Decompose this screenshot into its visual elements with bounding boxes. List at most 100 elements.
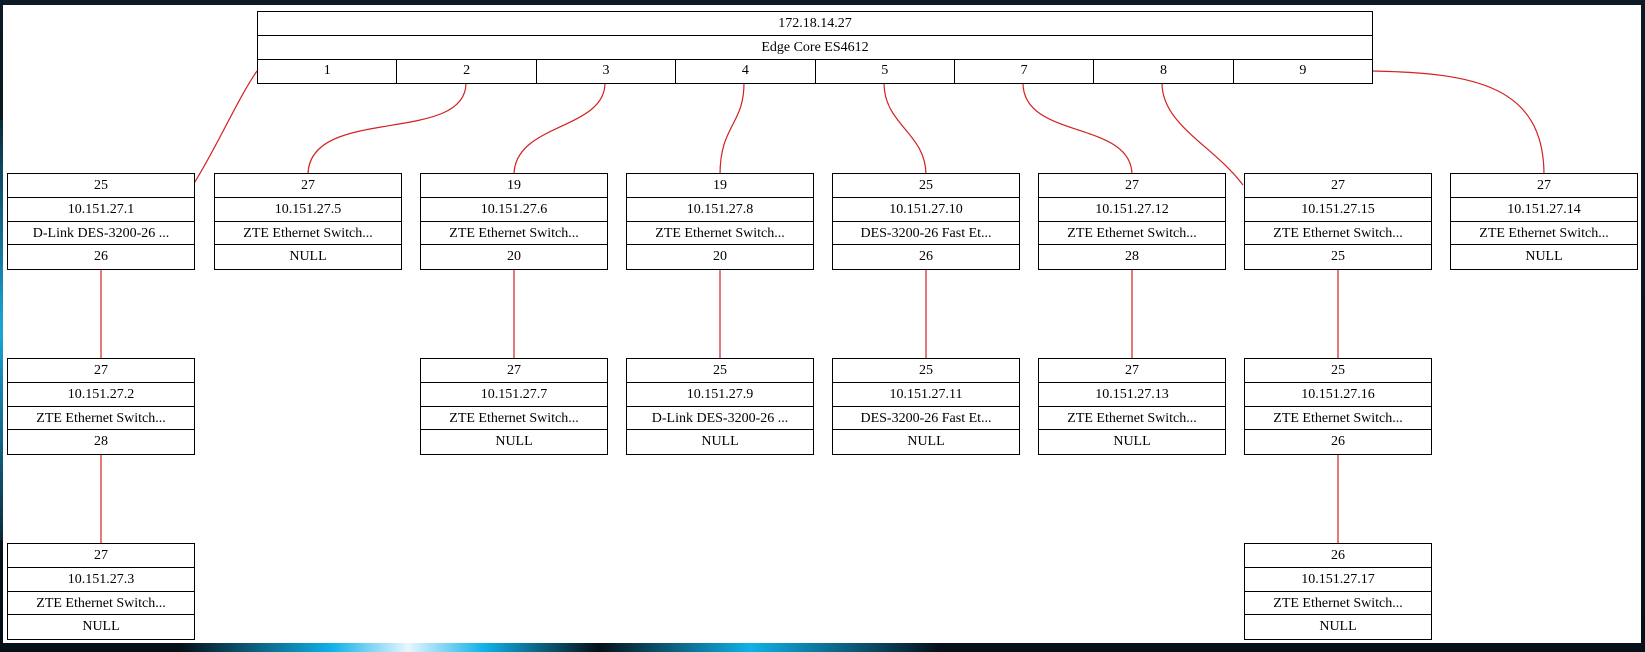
node-out-port: NULL [82,619,120,635]
link-port2-to-10.151.27.5 [307,82,467,176]
root-port-7[interactable]: 7 [955,60,1095,83]
node-ip: 10.151.27.9 [627,383,813,407]
node-in-port: 27 [215,174,401,198]
switch-node[interactable]: 19 10.151.27.8 ZTE Ethernet Switch... 20 [626,173,814,270]
node-model: D-Link DES-3200-26 ... [627,407,813,431]
link-port3-to-10.151.27.6 [513,82,606,176]
node-model: ZTE Ethernet Switch... [421,407,607,431]
link-port5-to-10.151.27.10 [883,82,927,176]
switch-node[interactable]: 27 10.151.27.15 ZTE Ethernet Switch... 2… [1244,173,1432,270]
node-ip: 10.151.27.6 [421,198,607,222]
root-port-1[interactable]: 1 [258,60,398,83]
root-port-4[interactable]: 4 [676,60,816,83]
node-in-port: 27 [8,359,194,383]
node-out-port: NULL [1319,619,1357,635]
switch-node[interactable]: 25 10.151.27.11 DES-3200-26 Fast Et... N… [832,358,1020,455]
node-in-port: 27 [1451,174,1637,198]
switch-node[interactable]: 19 10.151.27.6 ZTE Ethernet Switch... 20 [420,173,608,270]
link-port8-to-10.151.27.15 [1161,82,1244,186]
node-out-port: 26 [94,249,108,265]
node-out-port: 26 [1331,434,1345,450]
node-in-port: 27 [421,359,607,383]
node-out-port: NULL [1113,434,1151,450]
switch-node[interactable]: 25 10.151.27.9 D-Link DES-3200-26 ... NU… [626,358,814,455]
link-port4-to-10.151.27.8 [719,82,745,176]
node-model: D-Link DES-3200-26 ... [8,222,194,246]
node-out-port: NULL [289,249,327,265]
root-port-3[interactable]: 3 [537,60,677,83]
switch-node[interactable]: 25 10.151.27.10 DES-3200-26 Fast Et... 2… [832,173,1020,270]
root-port-9[interactable]: 9 [1299,63,1307,78]
node-ip: 10.151.27.10 [833,198,1019,222]
node-in-port: 19 [421,174,607,198]
node-model: DES-3200-26 Fast Et... [833,222,1019,246]
node-ip: 10.151.27.5 [215,198,401,222]
node-out-port: 20 [713,249,727,265]
node-ip: 10.151.27.12 [1039,198,1225,222]
node-ip: 10.151.27.1 [8,198,194,222]
node-model: ZTE Ethernet Switch... [627,222,813,246]
node-ip: 10.151.27.16 [1245,383,1431,407]
node-model: ZTE Ethernet Switch... [1039,407,1225,431]
node-in-port: 25 [627,359,813,383]
root-port-8[interactable]: 8 [1094,60,1234,83]
root-port-row: 1 2 3 4 5 7 8 9 [258,60,1372,83]
node-in-port: 26 [1245,544,1431,568]
link-port9-to-10.151.27.14 [1372,70,1545,176]
node-model: ZTE Ethernet Switch... [8,592,194,616]
node-out-port: NULL [495,434,533,450]
node-in-port: 25 [8,174,194,198]
root-ip: 172.18.14.27 [258,12,1372,36]
node-out-port: NULL [1525,249,1563,265]
node-out-port: 25 [1331,249,1345,265]
node-out-port: NULL [907,434,945,450]
root-switch[interactable]: 172.18.14.27 Edge Core ES4612 1 2 3 4 5 … [257,11,1373,84]
node-model: ZTE Ethernet Switch... [8,407,194,431]
node-out-port: 26 [919,249,933,265]
switch-node[interactable]: 27 10.151.27.2 ZTE Ethernet Switch... 28 [7,358,195,455]
switch-node[interactable]: 27 10.151.27.5 ZTE Ethernet Switch... NU… [214,173,402,270]
node-in-port: 27 [8,544,194,568]
node-out-port: 28 [94,434,108,450]
root-port-5[interactable]: 5 [816,60,955,83]
node-in-port: 27 [1245,174,1431,198]
node-in-port: 25 [833,174,1019,198]
switch-node[interactable]: 25 10.151.27.1 D-Link DES-3200-26 ... 26 [7,173,195,270]
node-model: ZTE Ethernet Switch... [1245,222,1431,246]
node-in-port: 25 [1245,359,1431,383]
switch-node[interactable]: 27 10.151.27.12 ZTE Ethernet Switch... 2… [1038,173,1226,270]
node-ip: 10.151.27.11 [833,383,1019,407]
node-ip: 10.151.27.8 [627,198,813,222]
node-model: ZTE Ethernet Switch... [421,222,607,246]
node-model: ZTE Ethernet Switch... [1451,222,1637,246]
node-in-port: 27 [1039,174,1225,198]
node-ip: 10.151.27.7 [421,383,607,407]
node-ip: 10.151.27.3 [8,568,194,592]
link-port7-to-10.151.27.12 [1022,82,1133,176]
root-model: Edge Core ES4612 [258,36,1372,60]
node-ip: 10.151.27.2 [8,383,194,407]
node-ip: 10.151.27.17 [1245,568,1431,592]
node-out-port: 28 [1125,249,1139,265]
node-out-port: 20 [507,249,521,265]
node-in-port: 19 [627,174,813,198]
link-port1-to-10.151.27.1 [192,70,258,186]
node-model: ZTE Ethernet Switch... [1245,592,1431,616]
topology-links [100,70,1545,545]
node-in-port: 25 [833,359,1019,383]
node-in-port: 27 [1039,359,1225,383]
node-model: ZTE Ethernet Switch... [1039,222,1225,246]
node-ip: 10.151.27.14 [1451,198,1637,222]
switch-node[interactable]: 27 10.151.27.7 ZTE Ethernet Switch... NU… [420,358,608,455]
topology-canvas: 172.18.14.27 Edge Core ES4612 1 2 3 4 5 … [3,5,1641,643]
switch-node[interactable]: 27 10.151.27.14 ZTE Ethernet Switch... N… [1450,173,1638,270]
switch-node[interactable]: 27 10.151.27.3 ZTE Ethernet Switch... NU… [7,543,195,640]
node-ip: 10.151.27.13 [1039,383,1225,407]
switch-node[interactable]: 27 10.151.27.13 ZTE Ethernet Switch... N… [1038,358,1226,455]
switch-node[interactable]: 25 10.151.27.16 ZTE Ethernet Switch... 2… [1244,358,1432,455]
node-model: DES-3200-26 Fast Et... [833,407,1019,431]
switch-node[interactable]: 26 10.151.27.17 ZTE Ethernet Switch... N… [1244,543,1432,640]
node-model: ZTE Ethernet Switch... [215,222,401,246]
root-port-2[interactable]: 2 [397,60,537,83]
background-glow-bottom [180,642,940,652]
